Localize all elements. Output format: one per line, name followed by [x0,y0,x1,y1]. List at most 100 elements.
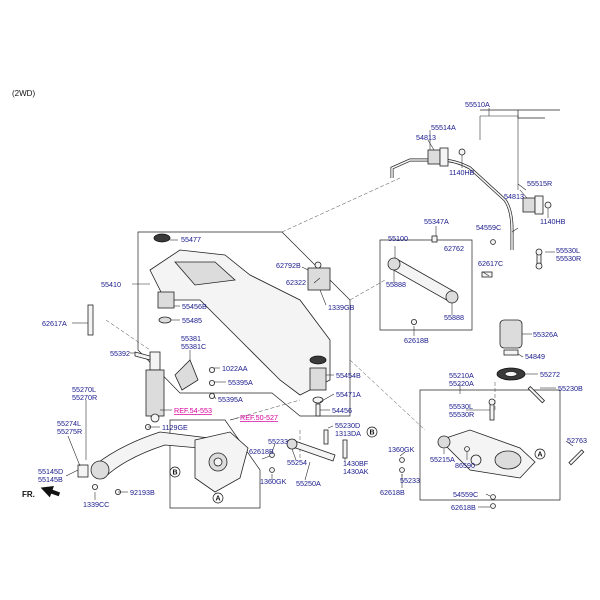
lower-arm-bushing [437,435,451,449]
label-55270l: 55270L [72,385,96,394]
nut [269,452,275,458]
bolt [314,261,322,269]
label-55220a: 55220A [449,379,474,388]
svg-text:A: A [215,496,220,503]
label-55381: 55381 [181,334,201,343]
dash-line [281,177,401,233]
lower-arm-hole [470,454,482,466]
bolt [323,429,329,445]
shock-bracket [174,359,199,391]
label-1430ak: 1430AK [343,467,369,476]
long-bolt [87,304,94,336]
circle-ref-a-knuckle: A [212,492,224,504]
label-55456b: 55456B [182,302,207,311]
label-55210a: 55210A [449,371,474,380]
label-55510a: 55510A [465,100,490,109]
upper-arm-bushing [445,290,459,304]
label-55215a: 55215A [430,455,455,464]
stabilizer-bushing [522,197,536,213]
mount-cap [309,355,327,365]
label-1140hb-top: 1140HB [449,168,475,177]
bolt [134,351,151,361]
bracket [77,464,89,478]
washer [312,396,324,404]
washer [158,316,172,324]
label-62322: 62322 [286,278,306,287]
label-62617a: 62617A [42,319,67,328]
link-ball [488,398,496,406]
label-55410: 55410 [101,280,121,289]
label-1339cc: 1339CC [83,500,109,509]
stabilizer-frame [517,110,545,119]
hub-bore-inner [213,457,223,467]
stabilizer-clamp [534,195,544,215]
label-55514a: 55514A [431,123,456,132]
dash-line [349,279,386,301]
label-55530r-top: 55530R [556,254,581,263]
label-1022aa: 1022AA [222,364,248,373]
mount-bushing [157,291,175,309]
bolt [342,439,348,459]
nut [208,379,215,386]
front-direction-label: FR. [22,490,35,499]
assist-arm-bushing [286,438,298,450]
bolt [568,449,585,466]
variant-label: (2WD) [12,89,35,98]
label-55274l: 55274L [57,419,81,428]
label-55145b: 55145B [38,475,63,484]
link-ball [535,262,543,270]
label-54813-mid: 54813 [504,192,524,201]
nut [399,457,405,463]
label-55515r: 55515R [527,179,552,188]
label-55145d: 55145D [38,467,63,476]
label-62618b-c: 62618B [380,488,405,497]
label-62618b-a: 62618B [404,336,429,345]
label-55471a: 55471A [336,390,361,399]
label-62617c: 62617C [478,259,503,268]
label-1140hb-mid: 1140HB [540,217,566,226]
label-1339gb: 1339GB [328,303,355,312]
label-62762: 62762 [444,244,464,253]
upper-arm-frame [379,239,473,331]
label-55395a-b: 55395A [218,395,243,404]
crossmember-plate [174,261,236,286]
upper-arm-bushing [387,257,401,271]
nut [208,392,215,399]
ref-54-553-link[interactable]: REF.54-553 [174,406,212,415]
label-62618b-b: 62618B [249,447,274,456]
shock-body [145,369,165,417]
stabilizer-bushing [427,149,441,165]
seat [503,349,519,356]
front-arrow-icon [40,486,61,498]
spring-pad-hole [504,371,518,377]
stabilizer-clamp [439,147,449,167]
nut [410,318,417,325]
label-55381c: 55381C [181,342,206,351]
nut [464,446,470,452]
nut [208,366,215,373]
dash-line [349,359,426,431]
label-55100: 55100 [388,234,408,243]
label-1430bf: 1430BF [343,459,369,468]
label-54559c-low: 54559C [453,490,478,499]
nut [431,235,438,243]
label-55530l-low: 55530L [449,402,473,411]
label-55392: 55392 [110,349,130,358]
label-55233-a: 55233 [268,437,288,446]
label-55530l-top: 55530L [556,246,580,255]
bolt [544,201,552,209]
label-55275r: 55275R [57,427,82,436]
ref-50-527-link[interactable]: REF.50-527 [240,413,278,422]
washer [399,467,405,473]
bolt [458,148,466,156]
label-55454b: 55454B [336,371,361,380]
leader-lines [65,108,574,508]
shock-eye [150,413,160,423]
shock-rod [149,351,161,371]
label-86590: 86590 [455,461,475,470]
mount-bushing [309,367,327,391]
trailing-arm-bushing [90,460,110,480]
label-55250a: 55250A [296,479,321,488]
label-54559c-top: 54559C [476,223,501,232]
label-55272: 55272 [540,370,560,379]
